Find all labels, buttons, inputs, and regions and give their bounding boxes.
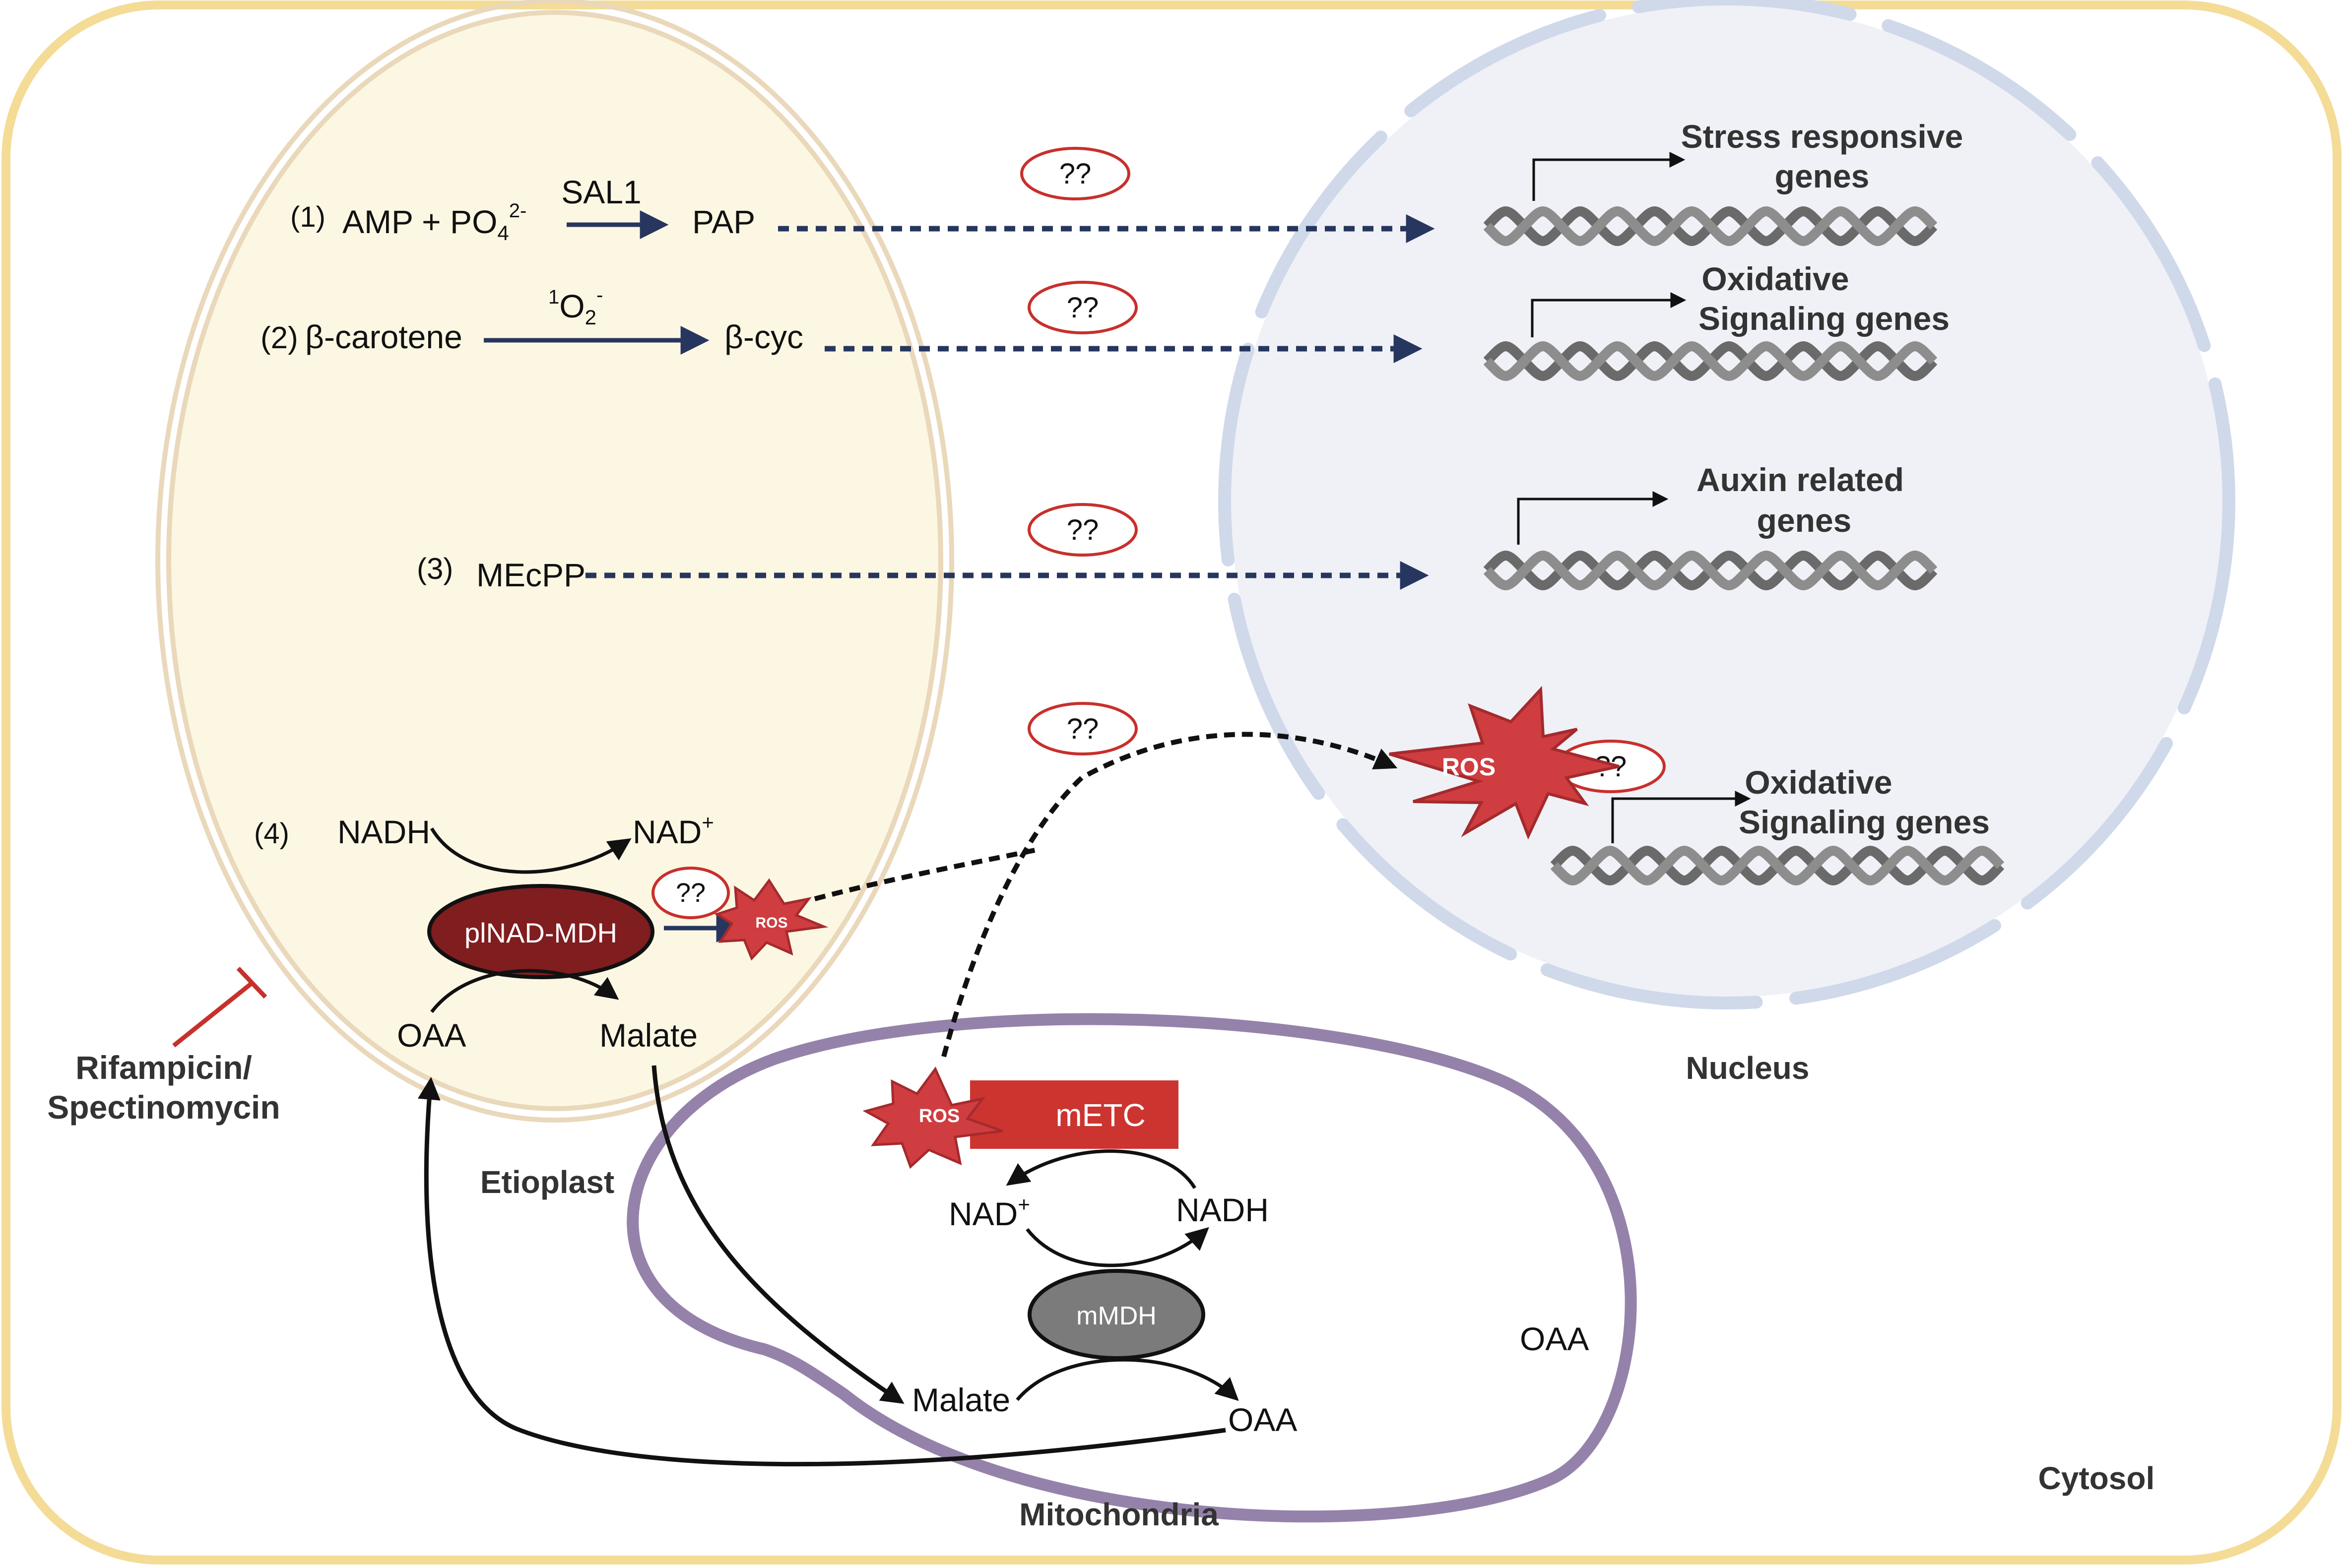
pathway-2: (2) β-carotene 1O2- β-cyc xyxy=(260,284,1423,363)
mitochondria-label: Mitochondria xyxy=(1019,1497,1219,1532)
gene-4-label-line1: Oxidative xyxy=(1745,764,1892,801)
inhibitor: Rifampicin/ Spectinomycin xyxy=(47,966,280,1126)
gene-4: Oxidative Signaling genes xyxy=(1554,764,2001,880)
unknown-marker-2-label: ?? xyxy=(1067,292,1099,324)
gene-2: Oxidative Signaling genes xyxy=(1487,260,1950,376)
unknown-marker-1 xyxy=(1020,147,1130,200)
pathway-2-number: (2) xyxy=(260,321,298,355)
nucleus-ros: ROS xyxy=(1389,686,1620,840)
nucleus-ros-label: ROS xyxy=(1442,753,1496,781)
plastid-oaa-label: OAA xyxy=(397,1017,466,1054)
unknown-markers: ?? ?? ?? ?? ?? ?? xyxy=(651,147,1666,919)
gene-1-label-line1: Stress responsive xyxy=(1681,118,1963,155)
pathway-3-number: (3) xyxy=(417,552,453,585)
gene-2-label-line2: Signaling genes xyxy=(1698,300,1950,337)
sal1-enzyme-label: SAL1 xyxy=(561,174,641,210)
plastid-ros-signal-arrow xyxy=(814,847,1041,901)
beta-carotene-label: β-carotene xyxy=(305,318,462,355)
mito-nadh-label: NADH xyxy=(1176,1192,1269,1228)
mito-nadh-to-nad-arrow xyxy=(1006,1149,1196,1189)
singlet-oxygen-label: 1O2- xyxy=(548,284,603,329)
unknown-marker-2 xyxy=(1028,281,1138,334)
mito-ros-to-nucleus-arrow xyxy=(941,732,1398,1058)
unknown-marker-6 xyxy=(651,867,730,919)
mmdh-enzyme xyxy=(1028,1269,1205,1360)
mito-free-oaa-label: OAA xyxy=(1520,1320,1589,1357)
gene-promoter-arrow-icon xyxy=(1531,292,1687,337)
ros-starburst-icon xyxy=(862,1066,1003,1169)
pathway-3: (3) MEcPP xyxy=(417,552,1429,593)
mito-malate-label: Malate xyxy=(912,1381,1010,1418)
ros-starburst-icon xyxy=(714,878,829,961)
cytosol-label: Cytosol xyxy=(2038,1460,2155,1496)
pathway-4: (4) NADH NAD+ plNAD-MDH OAA Malate ROS xyxy=(254,811,829,1054)
plastid-nad-label: NAD+ xyxy=(633,811,714,850)
metc-label: mETC xyxy=(1055,1097,1145,1133)
plastid-nadh-to-nad-arrow xyxy=(430,827,632,874)
ros-starburst-icon xyxy=(1389,686,1620,840)
oaa-shuttle-arrow xyxy=(417,1076,1226,1467)
plnad-mdh-enzyme xyxy=(427,884,654,979)
plastid-nadh-label: NADH xyxy=(337,814,430,850)
mito-ros-label: ROS xyxy=(919,1106,960,1127)
beta-cyc-label: β-cyc xyxy=(724,318,803,355)
pap-label: PAP xyxy=(692,203,755,240)
gene-promoter-arrow-icon xyxy=(1611,791,1751,843)
plnad-mdh-label: plNAD-MDH xyxy=(464,917,617,948)
gene-3: Auxin related genes xyxy=(1487,461,1934,585)
etioplast-compartment xyxy=(155,0,954,1123)
nucleus-label: Nucleus xyxy=(1686,1050,1810,1086)
mito-oaa-label: OAA xyxy=(1228,1401,1297,1438)
malate-shuttle-arrow xyxy=(651,1065,905,1404)
pathway-1: (1) AMP + PO42- SAL1 PAP xyxy=(290,174,1435,245)
etioplast-label: Etioplast xyxy=(480,1164,614,1200)
pathway-1-number: (1) xyxy=(290,201,326,233)
mito-nad-label: NAD+ xyxy=(949,1192,1030,1232)
unknown-marker-6-label: ?? xyxy=(676,878,706,908)
gene-1-label-line2: genes xyxy=(1775,158,1870,194)
inhibition-tbar-head xyxy=(236,966,267,999)
gene-4-label-line2: Signaling genes xyxy=(1739,804,1990,840)
mito-malate-to-oaa-arrow xyxy=(1016,1358,1239,1401)
plastid-ros-label: ROS xyxy=(755,915,787,931)
gene-promoter-arrow-icon xyxy=(1532,152,1686,201)
pathway-4-number: (4) xyxy=(254,817,289,850)
mecpp-label: MEcPP xyxy=(476,557,586,593)
inhibitor-label-line2: Spectinomycin xyxy=(47,1089,280,1126)
plastid-malate-label: Malate xyxy=(599,1017,698,1054)
gene-2-label-line1: Oxidative xyxy=(1701,260,1849,297)
gene-1: Stress responsive genes xyxy=(1487,118,1963,241)
metc-complex xyxy=(970,1080,1178,1149)
unknown-marker-4-label: ?? xyxy=(1067,713,1099,745)
mmdh-label: mMDH xyxy=(1076,1302,1157,1330)
gene-3-label-line2: genes xyxy=(1757,502,1852,539)
unknown-marker-1-label: ?? xyxy=(1059,158,1092,190)
inhibitor-label-line1: Rifampicin/ xyxy=(75,1049,252,1086)
gene-promoter-arrow-icon xyxy=(1517,491,1669,545)
unknown-marker-4 xyxy=(1028,702,1138,755)
plastid-oaa-to-malate-arrow xyxy=(430,969,619,1013)
mitochondria-compartment xyxy=(627,1013,1637,1523)
pathway-1-substrate: AMP + PO42- xyxy=(342,200,526,245)
unknown-marker-3 xyxy=(1028,503,1138,557)
mito-nad-to-nadh-arrow xyxy=(1026,1227,1209,1267)
gene-3-label-line1: Auxin related xyxy=(1696,461,1904,498)
inhibition-tbar-icon xyxy=(172,980,255,1048)
unknown-marker-3-label: ?? xyxy=(1067,514,1099,546)
mitochondria-contents: mETC ROS NAD+ NADH mMDH Malate OAA OAA xyxy=(862,1066,1589,1438)
